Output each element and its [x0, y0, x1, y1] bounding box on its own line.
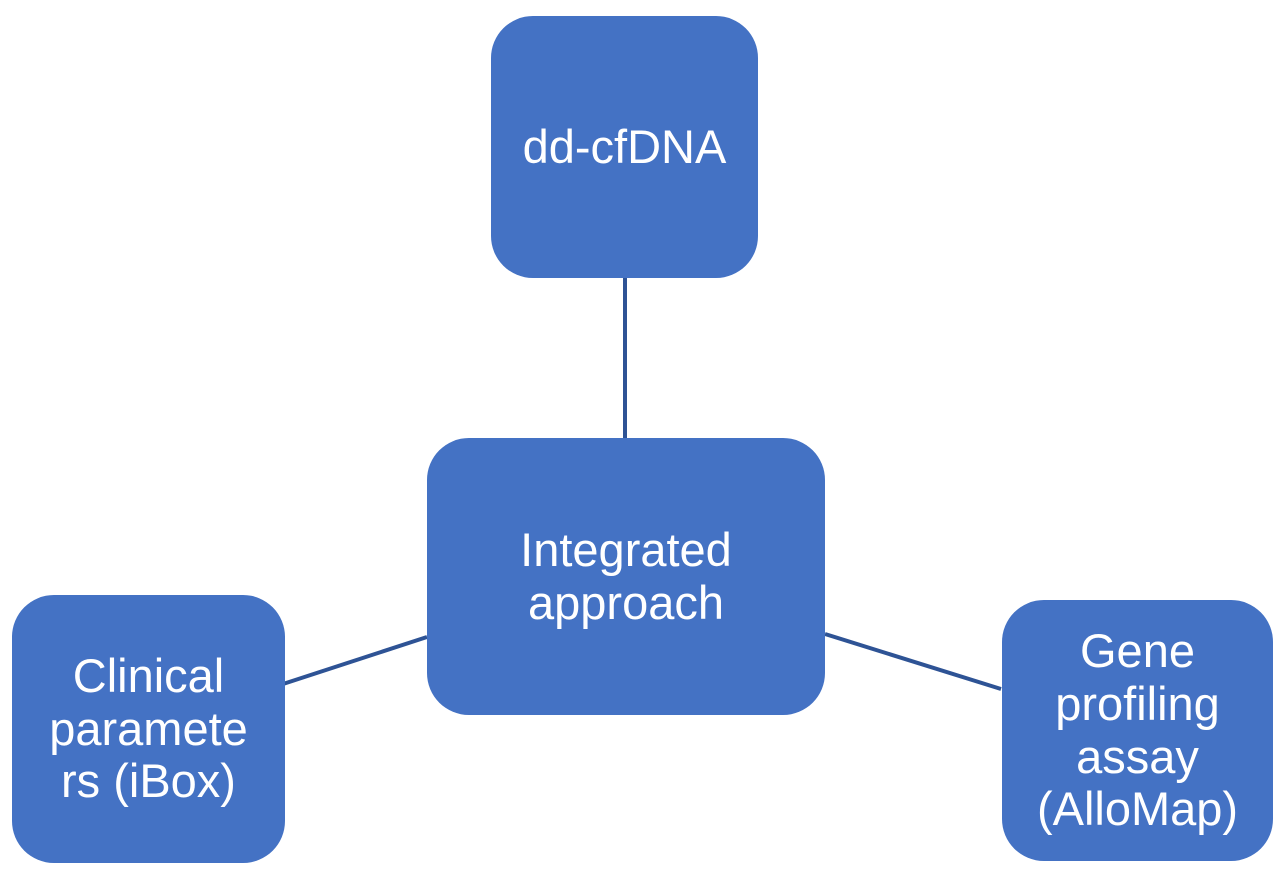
node-label-line: Integrated: [520, 522, 732, 576]
node-clinical-parameters-ibox: Clinical paramete rs (iBox): [12, 595, 285, 863]
node-label-line: (AlloMap): [1036, 782, 1239, 836]
node-integrated-approach: Integrated approach: [427, 438, 825, 715]
node-label-line: rs (iBox): [61, 754, 236, 808]
node-label-line: dd-cfDNA: [522, 119, 727, 173]
node-gene-profiling-assay-allomap: Gene profiling assay (AlloMap): [1002, 600, 1273, 861]
node-label-line: profiling: [1055, 676, 1220, 730]
node-label-line: paramete: [49, 701, 248, 755]
node-label-line: Clinical: [72, 649, 225, 703]
node-label-line: approach: [528, 575, 724, 629]
node-label-line: assay: [1076, 729, 1199, 783]
connector-center-to-bottom-left: [282, 635, 428, 686]
connector-center-to-bottom-right: [824, 632, 1002, 691]
node-label-line: Gene: [1080, 624, 1195, 678]
node-dd-cfdna: dd-cfDNA: [491, 16, 758, 278]
